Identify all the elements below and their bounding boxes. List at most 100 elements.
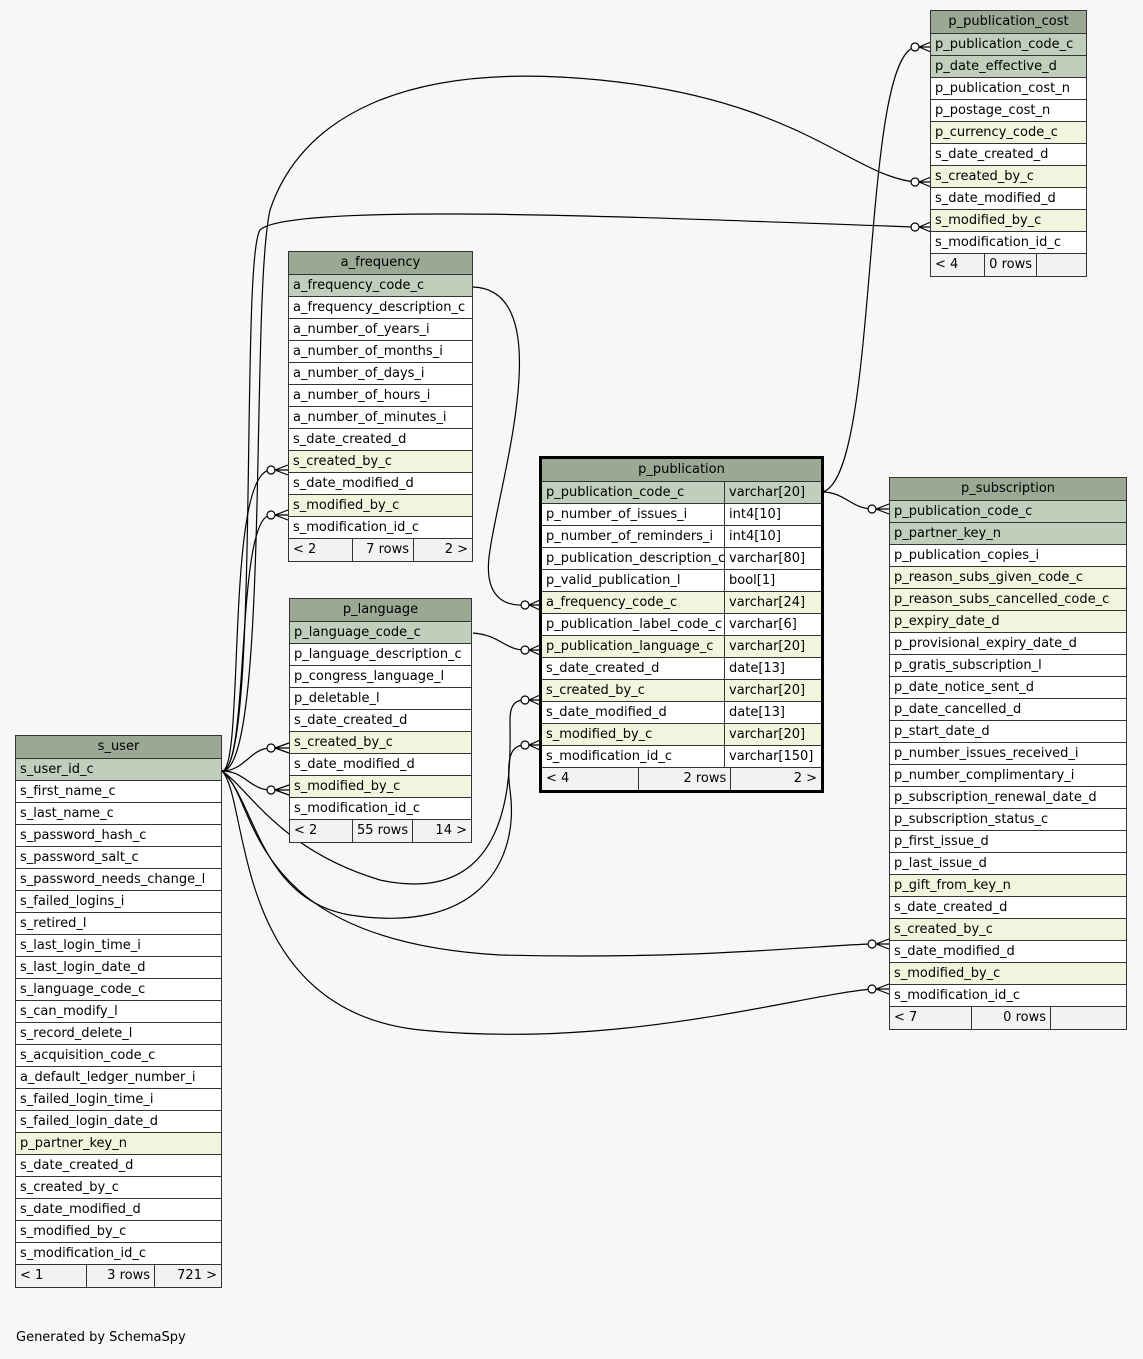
column-row[interactable]: p_gratis_subscription_l [890,655,1126,677]
column-row[interactable]: a_frequency_description_c [289,297,472,319]
column-row[interactable]: s_created_by_c [289,451,472,473]
column-row[interactable]: s_date_created_d [289,429,472,451]
column-row[interactable]: p_number_complimentary_i [890,765,1126,787]
column-row[interactable]: s_password_needs_change_l [16,869,221,891]
column-row[interactable]: s_created_by_c [16,1177,221,1199]
column-row[interactable]: s_created_by_c [890,919,1126,941]
column-row[interactable]: p_publication_code_c [890,501,1126,523]
column-row[interactable]: a_frequency_code_c [289,275,472,297]
column-row[interactable]: s_failed_login_time_i [16,1089,221,1111]
parents-count[interactable]: < 1 [20,1268,44,1283]
column-row[interactable]: s_modified_by_c [890,963,1126,985]
column-row[interactable]: s_date_modified_d [890,941,1126,963]
table-name-header[interactable]: a_frequency [289,252,472,275]
column-row[interactable]: p_deletable_l [290,688,471,710]
column-row[interactable]: s_date_modified_d [931,188,1086,210]
column-row[interactable]: s_date_modified_d [289,473,472,495]
column-row[interactable]: s_date_created_d [16,1155,221,1177]
column-row[interactable]: p_last_issue_d [890,853,1126,875]
children-count[interactable]: 2 > [730,768,821,790]
column-row[interactable]: p_publication_copies_i [890,545,1126,567]
column-row[interactable]: a_number_of_months_i [289,341,472,363]
column-row[interactable]: p_start_date_d [890,721,1126,743]
column-row[interactable]: s_modified_by_c [931,210,1086,232]
table-name-header[interactable]: p_language [290,599,471,622]
column-row[interactable]: s_date_modified_d [290,754,471,776]
column-row[interactable]: p_publication_code_c [931,34,1086,56]
column-row[interactable]: p_provisional_expiry_date_d [890,633,1126,655]
column-row[interactable]: p_date_cancelled_d [890,699,1126,721]
column-row[interactable]: s_date_created_d [290,710,471,732]
column-row[interactable]: a_number_of_years_i [289,319,472,341]
column-row[interactable]: s_modified_by_c [16,1221,221,1243]
column-row[interactable]: p_date_notice_sent_d [890,677,1126,699]
column-row[interactable]: s_date_modified_d [16,1199,221,1221]
column-row[interactable]: s_date_created_d [931,144,1086,166]
column-row[interactable]: a_number_of_hours_i [289,385,472,407]
column-row[interactable]: s_last_login_date_d [16,957,221,979]
table-name-header[interactable]: p_publication [542,459,821,482]
column-row[interactable]: s_last_login_time_i [16,935,221,957]
table-name-header[interactable]: p_subscription [890,478,1126,501]
column-row[interactable]: p_gift_from_key_n [890,875,1126,897]
column-row[interactable]: p_date_effective_d [931,56,1086,78]
parents-count[interactable]: < 2 [293,542,317,557]
column-row[interactable]: s_modification_id_c [890,985,1126,1007]
column-row[interactable]: s_user_id_c [16,759,221,781]
column-row[interactable]: p_subscription_renewal_date_d [890,787,1126,809]
column-row[interactable]: s_created_by_c [931,166,1086,188]
parents-count[interactable]: < 2 [294,823,318,838]
column-row[interactable]: s_password_salt_c [16,847,221,869]
column-row[interactable]: s_password_hash_c [16,825,221,847]
column-row[interactable]: p_expiry_date_d [890,611,1126,633]
column-row[interactable]: s_retired_l [16,913,221,935]
parents-count[interactable]: < 4 [546,771,570,786]
column-row[interactable]: s_acquisition_code_c [16,1045,221,1067]
table-name-header[interactable]: s_user [16,736,221,759]
column-row[interactable]: s_modification_id_c [931,232,1086,254]
column-row[interactable]: s_failed_logins_i [16,891,221,913]
column-row[interactable]: s_failed_login_date_d [16,1111,221,1133]
parents-count[interactable]: < 7 [894,1010,918,1025]
column-row[interactable]: s_first_name_c [16,781,221,803]
column-row[interactable]: p_number_issues_received_i [890,743,1126,765]
column-row[interactable]: p_partner_key_n [16,1133,221,1155]
column-row[interactable]: a_number_of_days_i [289,363,472,385]
column-row[interactable]: p_congress_language_l [290,666,471,688]
column-row[interactable]: p_postage_cost_n [931,100,1086,122]
parents-count[interactable]: < 4 [935,257,959,272]
children-count[interactable]: 14 > [412,820,471,842]
column-row[interactable]: p_language_code_c [290,622,471,644]
column-row[interactable]: s_modification_id_c [289,517,472,539]
children-count[interactable] [1050,1007,1126,1029]
column-row[interactable]: p_reason_subs_given_code_c [890,567,1126,589]
column-row[interactable]: p_subscription_status_c [890,809,1126,831]
column-row[interactable]: s_modification_id_c [16,1243,221,1265]
column-row[interactable]: s_modified_by_c [289,495,472,517]
column-row[interactable]: s_created_by_c [290,732,471,754]
column-row[interactable]: a_number_of_minutes_i [289,407,472,429]
column-row[interactable]: p_currency_code_c [931,122,1086,144]
column-row[interactable]: s_last_name_c [16,803,221,825]
children-count[interactable] [1036,254,1086,276]
column-row[interactable]: a_default_ledger_number_i [16,1067,221,1089]
column-row[interactable]: p_language_description_c [290,644,471,666]
column-row[interactable]: s_record_delete_l [16,1023,221,1045]
column-row[interactable]: p_reason_subs_cancelled_code_c [890,589,1126,611]
column-row[interactable]: s_language_code_c [16,979,221,1001]
